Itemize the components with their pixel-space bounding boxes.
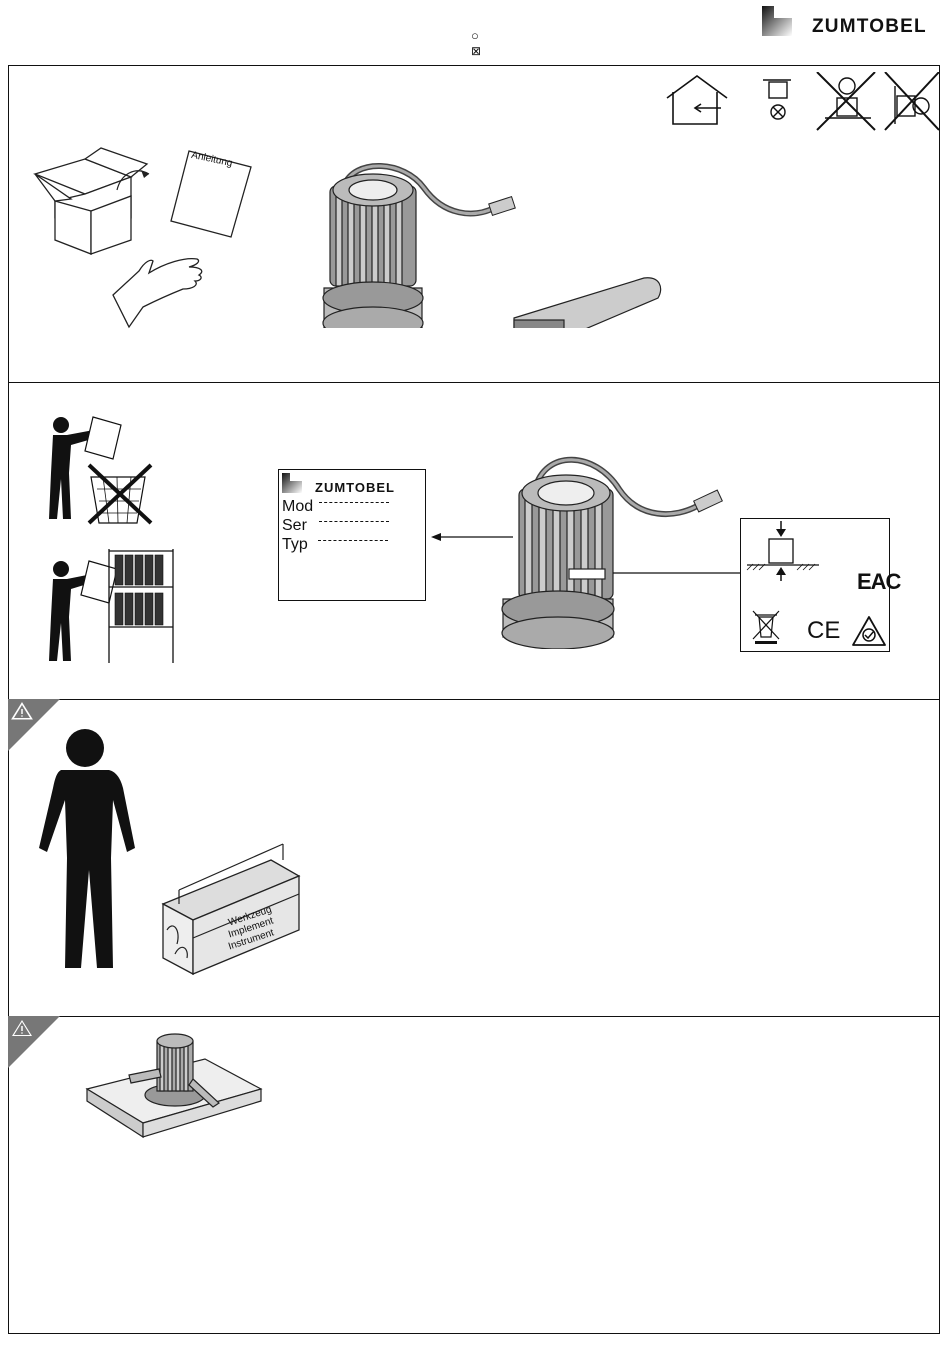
indoor-house-icon bbox=[667, 76, 727, 124]
panel-unboxing: Anleitung bbox=[8, 65, 940, 383]
panel-tools: Werkzeug Implement Instrument bbox=[8, 699, 940, 1017]
zumtobel-logo-icon bbox=[762, 6, 796, 40]
label-row-mod: Mod bbox=[282, 498, 389, 516]
ceiling-installation-icon bbox=[85, 1025, 265, 1141]
no-ceiling-mount-crossed-icon bbox=[817, 72, 875, 130]
hand-icon bbox=[109, 251, 209, 331]
label-key: Typ bbox=[282, 536, 308, 553]
brand-logo: ZUMTOBEL bbox=[762, 6, 944, 40]
warning-corner-icon bbox=[8, 1016, 62, 1070]
ceiling-mount-icon bbox=[763, 80, 791, 119]
luminaire-with-driver-icon bbox=[314, 158, 674, 328]
no-discard-manual-icon bbox=[37, 413, 167, 525]
recessed-mount-icon bbox=[745, 521, 825, 583]
zumtobel-logo-icon bbox=[282, 473, 304, 495]
open-box-icon bbox=[31, 144, 161, 256]
toolbox-icon bbox=[159, 834, 309, 976]
label-brand-name: ZUMTOBEL bbox=[315, 480, 395, 495]
label-key: Ser bbox=[282, 517, 307, 534]
file-manual-icon bbox=[37, 547, 177, 667]
rcm-mark-icon bbox=[851, 615, 887, 647]
label-row-typ: Typ bbox=[282, 536, 388, 554]
label-row-ser: Ser bbox=[282, 517, 389, 535]
eac-mark: EAC bbox=[857, 569, 900, 595]
brand-name: ZUMTOBEL bbox=[812, 16, 927, 38]
circle-symbol: ○ bbox=[471, 28, 479, 43]
panel-installation bbox=[8, 1016, 940, 1334]
label-dash bbox=[318, 540, 388, 541]
ce-mark: CE bbox=[807, 617, 840, 645]
product-label: ZUMTOBEL Mod Ser Typ bbox=[278, 469, 426, 601]
pointer-arrows bbox=[429, 533, 759, 593]
label-dash bbox=[319, 502, 389, 503]
no-wall-mount-crossed-icon bbox=[885, 72, 939, 130]
certification-label: EAC CE bbox=[740, 518, 890, 652]
crossed-box-symbol: ⊠ bbox=[471, 44, 481, 58]
label-dash bbox=[319, 521, 389, 522]
label-key: Mod bbox=[282, 498, 313, 515]
mounting-icons bbox=[665, 72, 940, 132]
weee-bin-crossed-icon bbox=[751, 609, 781, 645]
installer-person-icon bbox=[31, 728, 141, 973]
